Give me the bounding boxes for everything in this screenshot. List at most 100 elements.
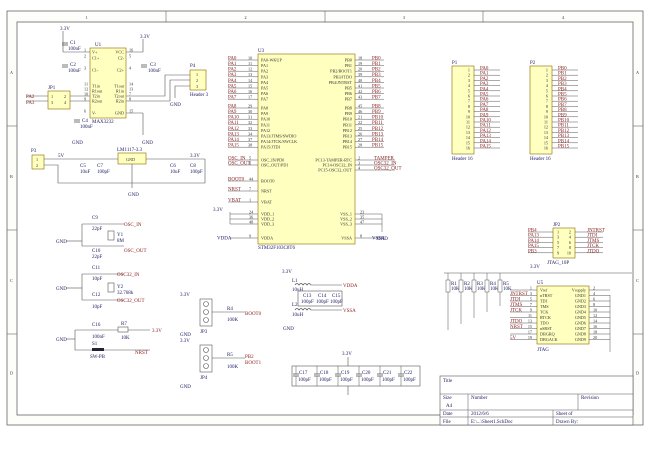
pin-number: 11 [84, 82, 88, 87]
net-label: PB6 [558, 98, 567, 103]
reset-switch-s1[interactable] [92, 348, 104, 351]
pin-number: 12 [84, 87, 88, 92]
pin-name: PA11 [261, 122, 270, 127]
net-label: JTDI [587, 234, 598, 239]
pin-number: 21 [358, 115, 362, 120]
net-label-boot0: BOOT0 [228, 177, 245, 182]
svg-text:100pF: 100pF [316, 300, 329, 305]
svg-text:File: File [443, 420, 452, 425]
svg-text:C17: C17 [299, 371, 308, 376]
pin-number: 44 [249, 176, 254, 181]
pin-number: 19 [358, 61, 362, 66]
pin-number: 13 [466, 130, 470, 135]
decoupling-caps: C17100pFC18100pFC19100pFC20100pFC21100pF… [293, 366, 416, 386]
header-part: Header 16 [530, 157, 551, 162]
mcu-body[interactable] [257, 53, 356, 245]
crystal-y2[interactable] [107, 282, 115, 293]
header-body[interactable] [529, 65, 553, 155]
net-label: PA5 [480, 93, 489, 98]
svg-text:R2: R2 [464, 282, 470, 287]
header-body[interactable] [451, 65, 475, 155]
pin-name: T1in [92, 84, 101, 89]
gnd-label: GND [128, 193, 139, 198]
pin-name: BOOT0 [261, 179, 275, 184]
jp1-ref: JP1 [48, 86, 56, 91]
row-marker: D [636, 371, 639, 376]
regulator-part: LM1117-3.3 [117, 148, 143, 153]
pin-number: 3 [84, 66, 86, 71]
svg-text:Header 3: Header 3 [190, 93, 209, 98]
net-label: PA2 [480, 77, 489, 82]
pin-number: 5 [557, 240, 559, 245]
pin-number: 16 [544, 146, 548, 151]
pin-number: 12 [544, 125, 548, 130]
pin-number: 8 [569, 245, 571, 250]
pin-name: PA12 [261, 128, 270, 133]
pin-number: 6 [84, 109, 86, 114]
pin-number: 7 [249, 186, 251, 191]
connector-p3[interactable] [31, 154, 45, 170]
svg-text:E:\...\Sheet1.SchDoc: E:\...\Sheet1.SchDoc [471, 420, 513, 425]
svg-text:8M: 8M [117, 239, 125, 244]
net-label-osc32_out: OSC32_OUT [374, 166, 402, 171]
jumper-jp1[interactable] [47, 90, 71, 110]
svg-text:R3: R3 [477, 282, 483, 287]
net-label-pa13: PA13 [228, 132, 239, 137]
net-label: JTCK [587, 244, 599, 249]
capacitor-c12: C12 [92, 293, 101, 298]
pin-number: 30 [248, 109, 252, 114]
crystal-y1[interactable] [107, 230, 115, 241]
jtag-u5-body[interactable] [536, 285, 590, 345]
pin-number: 38 [248, 143, 252, 148]
pin-number: 15 [129, 109, 133, 114]
pin-name: VBAT [261, 200, 272, 205]
svg-text:R5: R5 [503, 282, 509, 287]
gnd-label: GND [170, 103, 181, 108]
jumper-jp4[interactable] [199, 344, 213, 373]
pin-number: 10 [84, 92, 88, 97]
pin-name: PB6 [345, 91, 352, 96]
net-label: JNTRST [510, 292, 528, 297]
inductor-l2[interactable] [294, 308, 312, 311]
jp2-body[interactable] [552, 227, 576, 259]
pin-number: 9 [530, 308, 532, 313]
max3232-body[interactable] [89, 47, 127, 119]
svg-text:10K: 10K [451, 287, 460, 292]
pin-name: PA1 [261, 63, 268, 68]
svg-text:100nF: 100nF [80, 125, 93, 130]
resistor-r7[interactable] [117, 326, 129, 333]
net-label: PB11 [558, 124, 569, 129]
net-label-osc_out: OSC_OUT [228, 161, 251, 166]
jumper-jp3[interactable] [199, 298, 213, 327]
svg-text:100pF: 100pF [330, 300, 343, 305]
pin-name: PA6 [261, 91, 268, 96]
net-label: PA3 [480, 82, 489, 87]
net-label-pb6: PB6 [372, 90, 381, 95]
pin-name: PC15-OSC32_OUT [318, 168, 352, 173]
svg-text:10K: 10K [503, 287, 512, 292]
inductor-l1[interactable] [294, 283, 312, 286]
